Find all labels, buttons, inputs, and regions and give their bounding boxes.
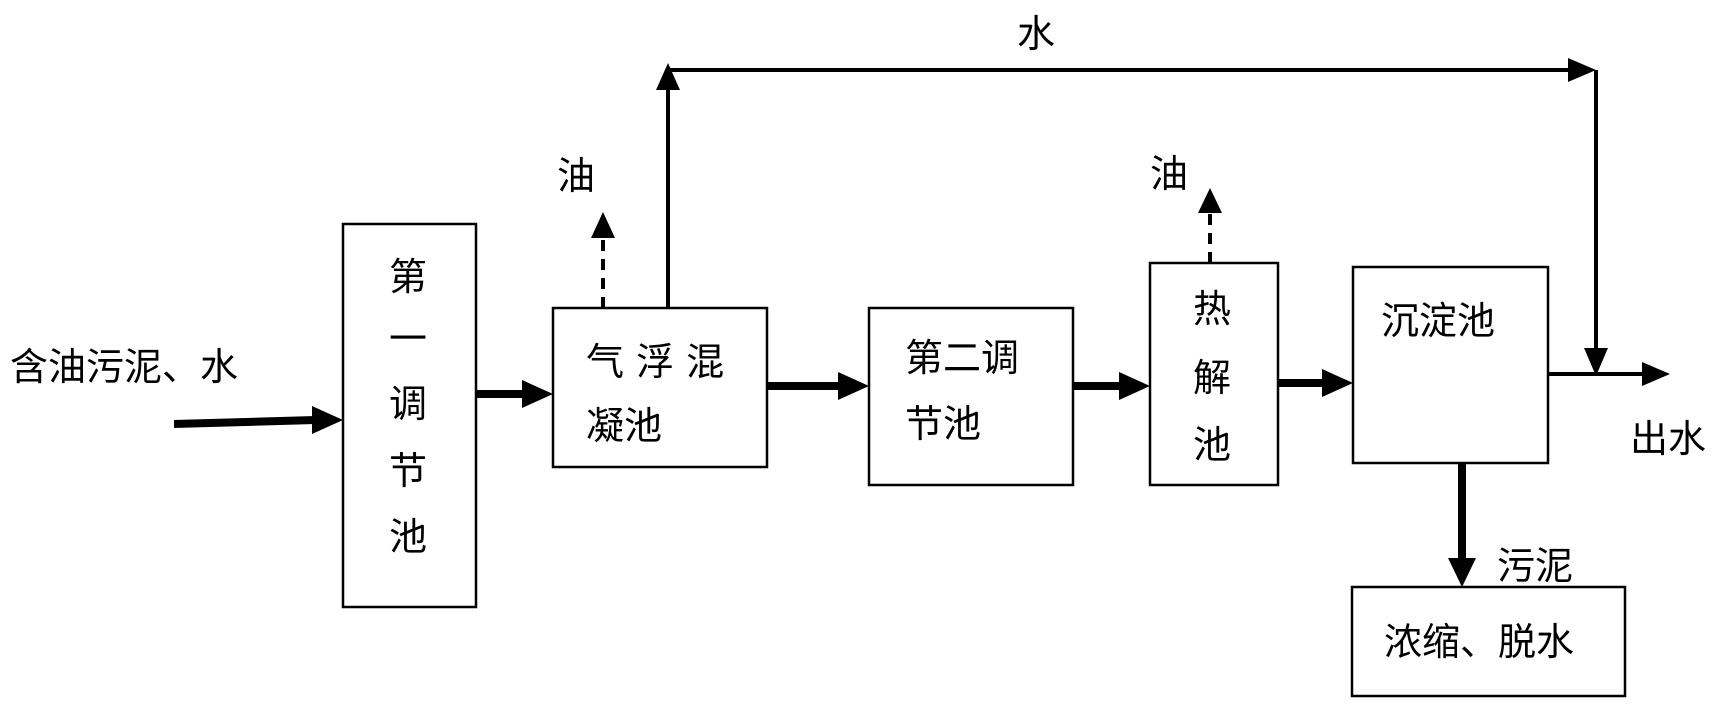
- oil-pyrolysis-arrow: [1198, 188, 1222, 263]
- second-adjust-label-line1: 第二调: [905, 336, 1020, 380]
- pyrolysis-char-2: 解: [1193, 356, 1232, 400]
- pyrolysis-char-3: 池: [1193, 423, 1232, 467]
- first-adjust-char-3: 调: [389, 382, 428, 426]
- sedimentation-tank-box: [1351, 265, 1550, 465]
- first-adjust-char-4: 节: [389, 449, 428, 493]
- arrow-flotation-to-second: [767, 372, 869, 400]
- flotation-label-line1: 气 浮 混: [586, 340, 725, 384]
- feed-label: 含油污泥、水: [10, 345, 239, 389]
- sludge-arrow: [1448, 463, 1476, 587]
- oil-pyrolysis-label: 油: [1150, 152, 1189, 196]
- feed-arrow: [173, 406, 343, 434]
- water-bypass-label: 水: [1017, 12, 1056, 56]
- oil-flotation-arrow: [591, 212, 615, 308]
- effluent-label: 出水: [1630, 417, 1707, 461]
- flotation-coagulation-tank-box: [551, 306, 769, 469]
- arrow-second-to-pyrolysis: [1073, 372, 1150, 400]
- pyrolysis-tank-box: [1148, 261, 1280, 487]
- sedimentation-label: 沉淀池: [1381, 299, 1496, 343]
- dewatering-label: 浓缩、脱水: [1384, 620, 1575, 664]
- second-adjust-tank-box: [867, 306, 1075, 487]
- first-adjust-char-5: 池: [389, 515, 428, 559]
- first-adjust-char-1: 第: [389, 255, 428, 299]
- first-adjust-char-2: 一: [389, 317, 428, 361]
- first-adjust-tank-box: [341, 222, 478, 609]
- thickening-dewatering-box: [1350, 585, 1627, 698]
- water-bypass-line: [656, 58, 1608, 376]
- oil-flotation-label: 油: [557, 154, 596, 198]
- effluent-arrow: [1548, 362, 1670, 386]
- second-adjust-label-line2: 节池: [905, 402, 982, 446]
- sludge-label: 污泥: [1497, 544, 1574, 588]
- pyrolysis-char-1: 热: [1193, 287, 1232, 331]
- arrow-pyrolysis-to-sedimentation: [1278, 369, 1353, 397]
- flotation-label-line2: 凝池: [586, 404, 663, 448]
- arrow-first-to-flotation: [476, 380, 553, 408]
